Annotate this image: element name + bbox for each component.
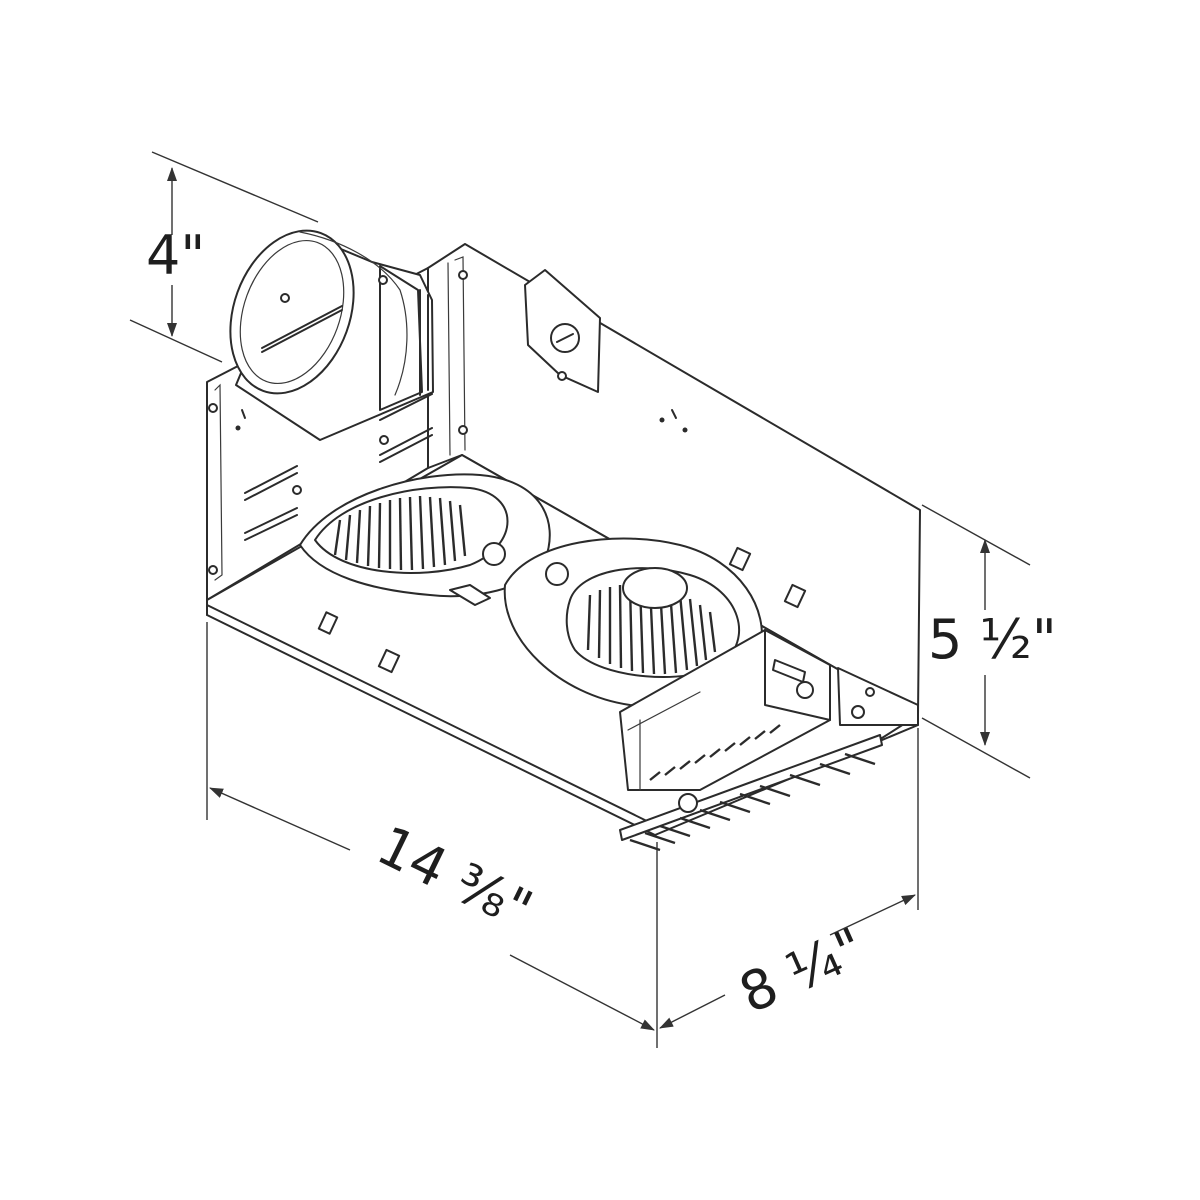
motor-hub — [622, 567, 688, 609]
wiring-box — [619, 629, 919, 791]
blower-right — [503, 537, 763, 707]
dimension-height — [921, 504, 1031, 779]
dimension-8-1-4-label: 8 ¼" — [730, 916, 873, 1026]
dimension-4in-label: 4" — [146, 224, 205, 287]
dimension-width — [659, 728, 919, 1029]
dimension-5-1-2-label: 5 ½" — [928, 608, 1057, 671]
dimension-length — [206, 622, 658, 1048]
blower-left-wheel — [333, 495, 467, 571]
mounting-slots — [244, 393, 433, 541]
duct-opening — [229, 229, 355, 395]
blower-left — [299, 473, 551, 606]
dimension-duct-diameter — [129, 151, 319, 363]
dimension-14-3-8-label: 14 ⅜" — [368, 814, 542, 942]
duct-collar — [229, 229, 434, 441]
grille-vents — [619, 724, 883, 852]
